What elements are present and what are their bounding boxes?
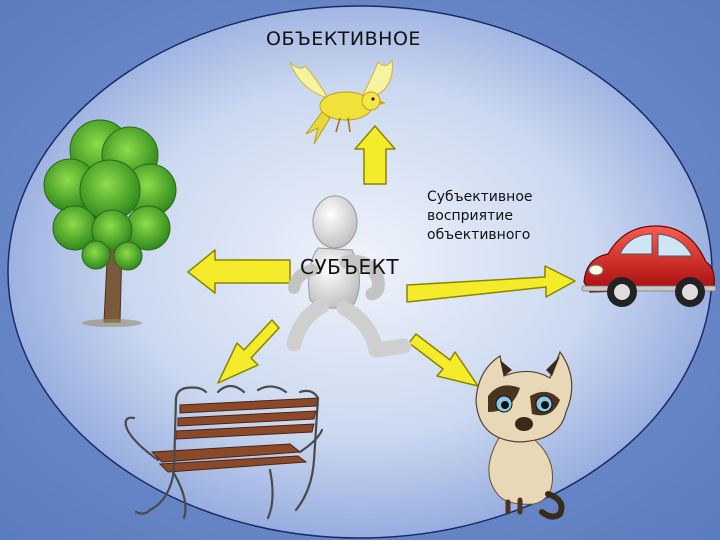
caption-line: восприятие (427, 208, 513, 224)
running-figure-icon (286, 195, 412, 358)
arrow-up (354, 125, 396, 185)
arrow-left (187, 249, 291, 294)
cat-icon (475, 350, 573, 520)
bench-icon (124, 384, 324, 520)
subject-label: СУБЪЕКТ (300, 255, 400, 279)
car-icon (581, 225, 717, 307)
perception-caption: Субъективное восприятие объективного (427, 188, 533, 245)
arrow-right (406, 265, 576, 303)
arrow-down-left (217, 319, 280, 384)
tree-icon (43, 119, 177, 327)
caption-line: Субъективное (427, 189, 533, 205)
bird-icon (289, 58, 393, 145)
caption-line: объективного (427, 227, 531, 243)
objective-title: ОБЪЕКТИВНОЕ (266, 28, 421, 50)
arrow-down-right (408, 333, 479, 387)
